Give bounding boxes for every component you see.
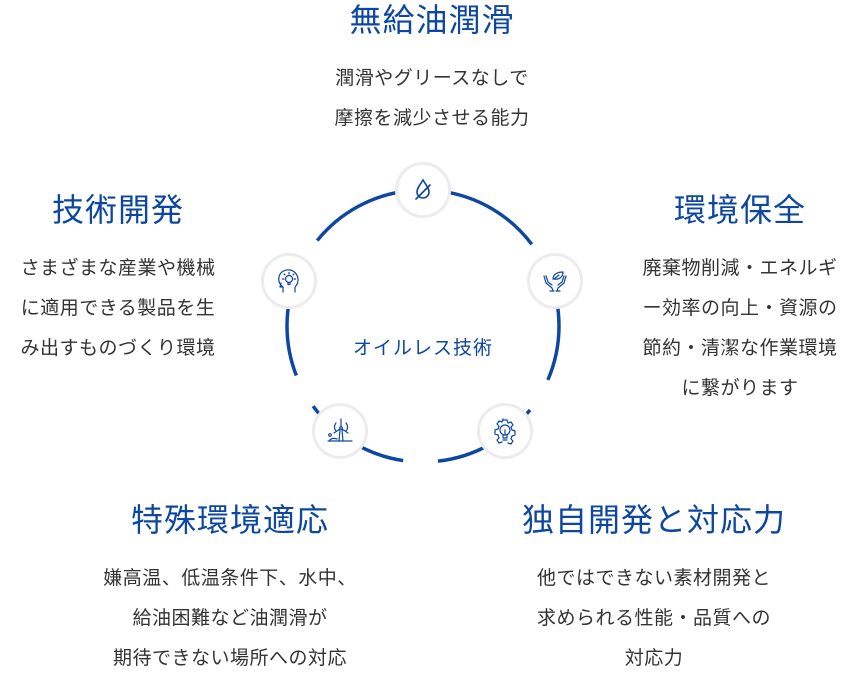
oil-drop-slash-icon [395, 162, 451, 218]
feature-title: 無給油潤滑 [349, 1, 515, 39]
feature-in-house-development: 独自開発と対応力 他ではできない素材開発と 求められる性能・品質への 対応力 [494, 500, 814, 678]
feature-desc-line: み出すものづくり環境 [20, 337, 216, 359]
feature-desc-line: 対応力 [624, 647, 684, 669]
feature-title: 特殊環境適応 [130, 501, 329, 539]
head-lightbulb-icon [261, 253, 317, 309]
feature-desc-line: ー効率の向上・資源の [642, 297, 838, 319]
feature-desc-line: 潤滑やグリースなしで [335, 67, 529, 89]
feature-title: 技術開発 [51, 191, 184, 229]
feature-desc-line: 他ではできない素材開発と [536, 567, 771, 589]
feature-desc-line: 期待できない場所への対応 [112, 647, 347, 669]
feature-special-environment: 特殊環境適応 嫌高温、低温条件下、水中、 給油困難など油潤滑が 期待できない場所… [60, 500, 400, 678]
feature-desc-line: 節約・清潔な作業環境 [642, 337, 838, 359]
gear-lightbulb-icon [477, 403, 533, 459]
feature-desc-line: 給油困難など油潤滑が [132, 607, 328, 629]
feature-desc-line: に適用できる製品を生 [20, 297, 216, 319]
hands-leaf-icon [527, 253, 583, 309]
feature-desc-line: 嫌高温、低温条件下、水中、 [103, 567, 357, 589]
feature-technology-development: 技術開発 さまざまな産業や機械 に適用できる製品を生 み出すものづくり環境 [0, 190, 236, 368]
center-label: オイルレス技術 [352, 337, 493, 359]
feature-desc-line: に繋がります [681, 377, 799, 399]
feature-desc-line: 廃棄物削減・エネルギ [642, 257, 838, 279]
feature-title: 環境保全 [673, 191, 806, 229]
wind-turbine-icon [312, 403, 368, 459]
feature-environmental-conservation: 環境保全 廃棄物削減・エネルギ ー効率の向上・資源の 節約・清潔な作業環境 に繋… [616, 190, 864, 408]
feature-desc-line: 求められる性能・品質への [536, 607, 771, 629]
feature-title: 独自開発と対応力 [521, 501, 786, 539]
feature-oilless-lubrication: 無給油潤滑 潤滑やグリースなしで 摩擦を減少させる能力 [262, 0, 602, 138]
feature-desc-line: さまざまな産業や機械 [20, 257, 216, 279]
feature-desc-line: 摩擦を減少させる能力 [334, 107, 530, 129]
